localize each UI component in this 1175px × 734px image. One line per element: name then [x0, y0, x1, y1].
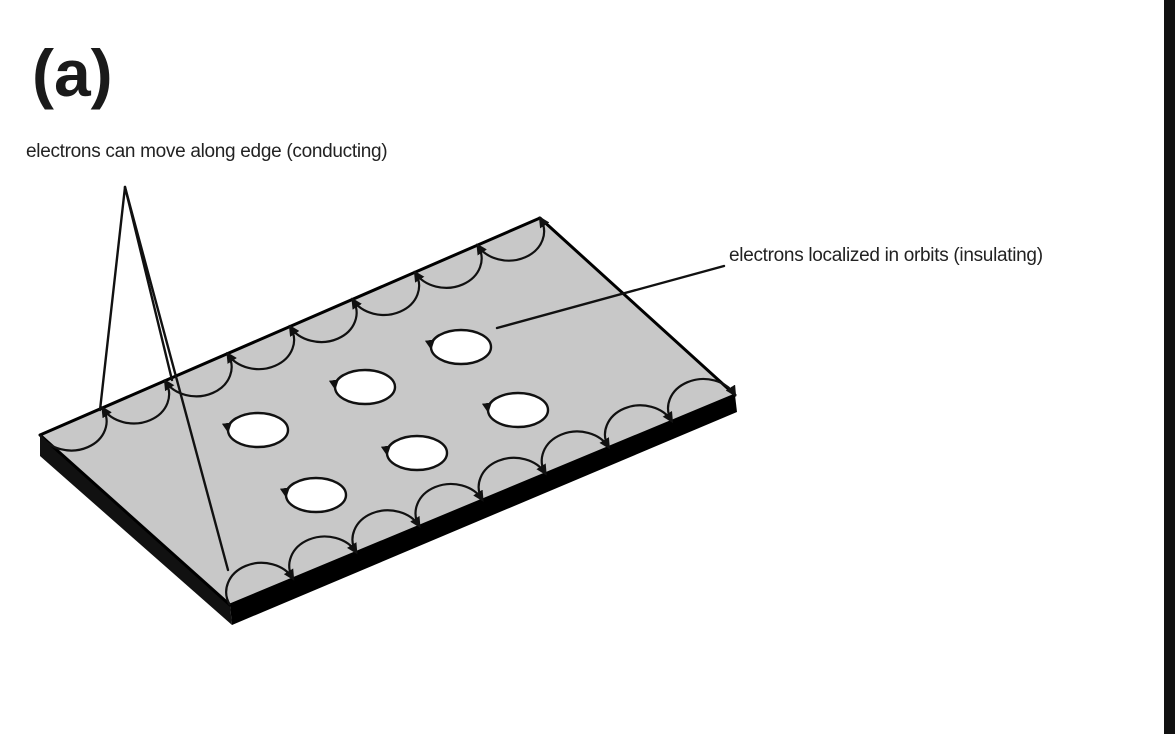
plate-bottom-face	[230, 395, 737, 625]
leader-line-long	[123, 185, 230, 572]
top-edge-arc-arrow-icon	[164, 351, 237, 398]
top-edge-arc-arrow-icon	[39, 406, 112, 452]
orbit-direction-arrow-icon	[424, 334, 440, 350]
right-frame-border	[1164, 0, 1175, 734]
localized-orbit-icon	[486, 391, 550, 429]
plate-front-face	[40, 435, 232, 625]
top-edge-arc-arrow-icon	[101, 378, 175, 425]
localized-orbit-icon	[429, 328, 493, 366]
localized-orbit-icon	[333, 368, 397, 406]
top-edge-arc-arrow-icon	[414, 243, 487, 289]
top-edge-arc-arrow-icon	[289, 297, 362, 344]
bottom-edge-arc-arrow-icon	[351, 509, 421, 554]
orbit-direction-arrow-icon	[279, 482, 295, 498]
insulating-annotation: electrons localized in orbits (insulatin…	[729, 245, 1043, 266]
top-edge-arc-arrow-icon	[226, 324, 300, 371]
bottom-edge-arc-arrow-icon	[603, 404, 674, 449]
top-edge-arc-arrow-icon	[351, 270, 425, 317]
bottom-edge-arc-arrow-icon	[477, 456, 547, 501]
top-edge-arc-arrow-icon	[476, 216, 550, 262]
localized-orbit-icon	[284, 476, 348, 514]
top-edge-currents	[39, 216, 550, 452]
bottom-edge-currents	[225, 377, 737, 606]
bottom-edge-arc-arrow-icon	[225, 561, 295, 606]
panel-label: (a)	[32, 36, 113, 110]
conducting-annotation: electrons can move along edge (conductin…	[26, 141, 388, 162]
orbit-direction-arrow-icon	[328, 374, 344, 390]
localized-orbit-icon	[226, 411, 290, 449]
bulk-localized-orbits	[221, 328, 550, 514]
orbit-direction-arrow-icon	[221, 417, 237, 433]
bottom-edge-arc-arrow-icon	[667, 377, 737, 422]
bottom-edge-arc-arrow-icon	[540, 430, 610, 475]
bottom-edge-arc-arrow-icon	[288, 535, 358, 580]
insulating-leader-line	[495, 264, 726, 330]
localized-orbit-icon	[385, 434, 449, 472]
leader-line-left	[98, 185, 127, 412]
conducting-leader-lines	[98, 185, 230, 572]
orbit-direction-arrow-icon	[481, 397, 497, 413]
bottom-edge-arc-arrow-icon	[414, 482, 484, 527]
orbit-direction-arrow-icon	[380, 440, 396, 456]
